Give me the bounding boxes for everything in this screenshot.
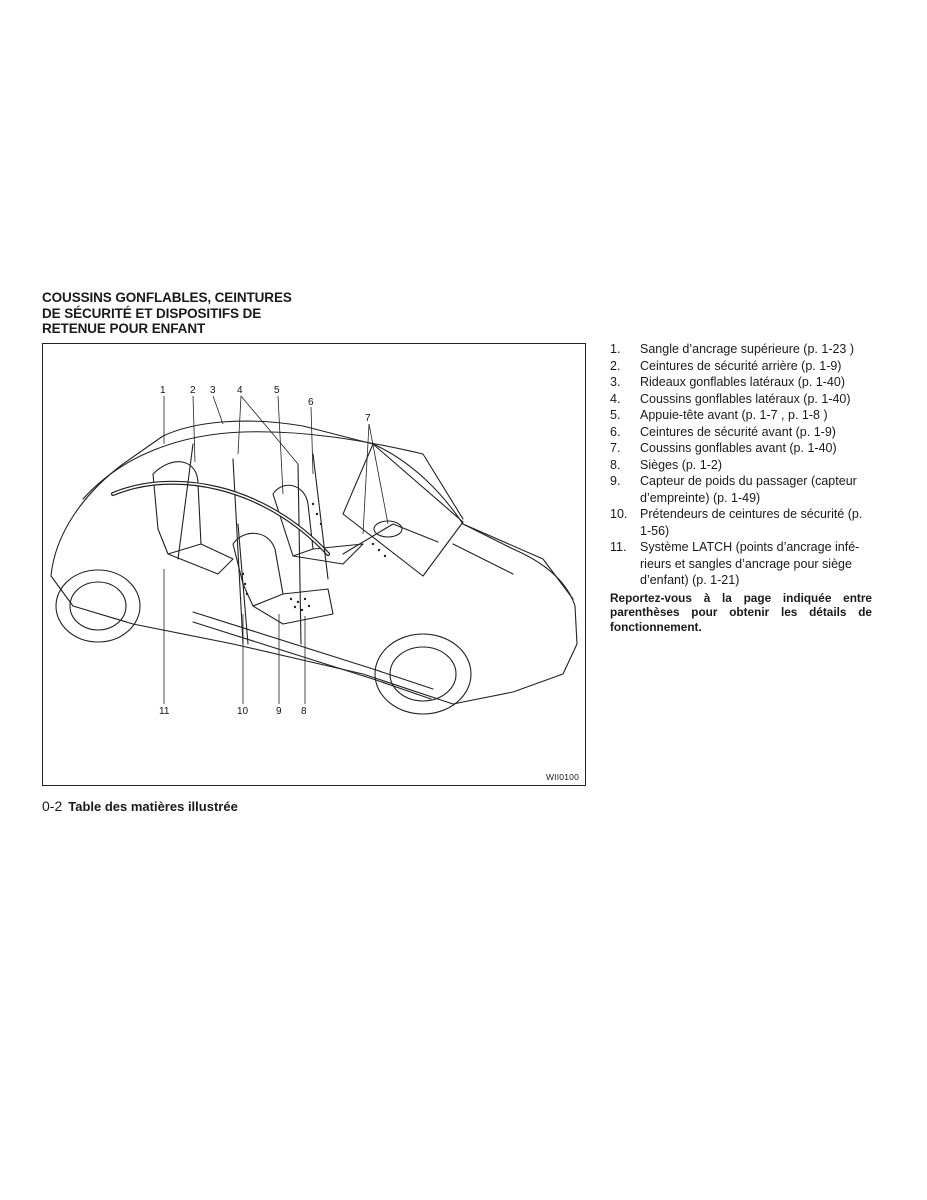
- callout-2: 2: [190, 385, 196, 396]
- component-list: 1. Sangle d’ancrage supérieure (p. 1-23 )…: [610, 341, 872, 634]
- callout-1: 1: [160, 385, 166, 396]
- callout-4: 4: [237, 385, 243, 396]
- list-item: 3. Rideaux gonflables latéraux (p. 1-40): [610, 374, 872, 391]
- list-item-text: Sangle d’ancrage supérieure (p. 1-23 ): [640, 342, 855, 356]
- list-item-number: 2.: [610, 358, 621, 373]
- callout-11: 11: [159, 706, 170, 717]
- page-footer: 0-2 Table des matières illustrée: [42, 798, 238, 814]
- callout-7: 7: [365, 413, 371, 424]
- list-item: 6. Ceintures de sécurité avant (p. 1-9): [610, 424, 872, 441]
- list-item-number: 8.: [610, 457, 621, 472]
- list-item-text: Prétendeurs de ceintures de sécurité (p.…: [640, 507, 863, 538]
- list-item-text: Système LATCH (points d’ancrage infé-rie…: [640, 540, 860, 587]
- list-item-text: Ceintures de sécurité arrière (p. 1-9): [640, 358, 842, 373]
- list-item-text: Capteur de poids du passager (capteur d’…: [640, 474, 857, 505]
- list-item: 7. Coussins gonflables avant (p. 1-40): [610, 440, 872, 457]
- list-item: 8. Sièges (p. 1-2): [610, 457, 872, 474]
- callout-6: 6: [308, 397, 314, 408]
- list-item-text: Appuie-tête avant (p. 1-7 , p. 1-8 ): [640, 408, 828, 422]
- section-heading: COUSSINS GONFLABLES, CEINTURES DE SÉCURI…: [42, 290, 342, 337]
- list-item: 1. Sangle d’ancrage supérieure (p. 1-23 ): [610, 341, 872, 358]
- callout-8: 8: [301, 706, 307, 717]
- list-item-number: 9.: [610, 474, 621, 488]
- section-heading-line-2: DE SÉCURITÉ ET DISPOSITIFS DE: [42, 305, 262, 321]
- list-item: 10. Prétendeurs de ceintures de sécurité …: [610, 506, 872, 539]
- list-item: 11. Système LATCH (points d’ancrage infé-…: [610, 539, 872, 589]
- footer-title: Table des matières illustrée: [68, 799, 238, 814]
- list-item-text: Coussins gonflables latéraux (p. 1-40): [640, 391, 851, 406]
- list-item-text: Rideaux gonflables latéraux (p. 1-40): [640, 375, 845, 389]
- page-number: 0-2: [42, 798, 63, 814]
- list-item-text: Coussins gonflables avant (p. 1-40): [640, 441, 837, 455]
- list-item: 5. Appuie-tête avant (p. 1-7 , p. 1-8 ): [610, 407, 872, 424]
- callout-5: 5: [274, 385, 280, 396]
- list-item-number: 6.: [610, 424, 621, 439]
- callout-3: 3: [210, 385, 216, 396]
- list-item-number: 3.: [610, 375, 621, 389]
- list-item-number: 5.: [610, 408, 621, 422]
- list-item-text: Ceintures de sécurité avant (p. 1-9): [640, 424, 836, 439]
- list-item: 2. Ceintures de sécurité arrière (p. 1-9): [610, 358, 872, 375]
- list-item-text: Sièges (p. 1-2): [640, 457, 722, 472]
- figure-code: WII0100: [545, 772, 579, 782]
- list-item-number: 11.: [610, 540, 627, 554]
- list-item-number: 7.: [610, 441, 621, 455]
- reference-note: Reportez-vous à la page indiquée entre p…: [610, 590, 872, 634]
- section-heading-line-3: RETENUE POUR ENFANT: [42, 321, 206, 336]
- section-heading-line-1: COUSSINS GONFLABLES, CEINTURES: [42, 290, 292, 305]
- list-item-number: 1.: [610, 342, 621, 356]
- callout-10: 10: [237, 706, 249, 717]
- list-item-number: 4.: [610, 391, 621, 406]
- car-cutaway-drawing: 1 2 3 4 5 6 7 8 9 10 11: [50, 385, 578, 717]
- callout-9: 9: [276, 706, 282, 717]
- list-item: 4. Coussins gonflables latéraux (p. 1-40): [610, 391, 872, 408]
- list-item-number: 10.: [610, 507, 628, 521]
- list-item: 9. Capteur de poids du passager (capteur …: [610, 473, 872, 506]
- car-illustration-figure: 1 2 3 4 5 6 7 8 9 10 11 WII0100: [42, 343, 586, 786]
